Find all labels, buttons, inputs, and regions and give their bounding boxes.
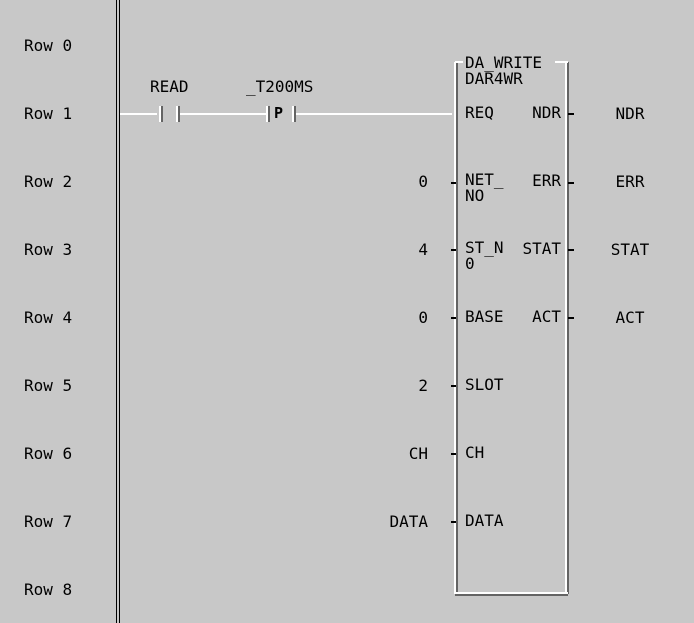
- operand-err[interactable]: ERR: [615, 172, 645, 191]
- block-input-net-no: NET_ NO: [465, 170, 504, 205]
- row-label-3: Row 3: [24, 240, 73, 259]
- row-label-7: Row 7: [24, 512, 73, 531]
- block-output-stat: STAT: [522, 239, 561, 258]
- row-label-5: Row 5: [24, 376, 73, 395]
- contact-read-label: READ: [150, 77, 189, 96]
- row-label-8: Row 8: [24, 580, 73, 599]
- operand-slot[interactable]: 2: [418, 376, 428, 395]
- pulse-flag-label: P: [274, 104, 284, 122]
- block-input-st-no: ST_N 0: [465, 238, 504, 273]
- block-input-req: REQ: [465, 103, 494, 122]
- operand-st-no[interactable]: 4: [418, 240, 428, 259]
- row-label-1: Row 1: [24, 104, 73, 123]
- row-label-2: Row 2: [24, 172, 73, 191]
- block-output-act: ACT: [532, 307, 561, 326]
- block-output-err: ERR: [532, 171, 561, 190]
- row-label-0: Row 0: [24, 36, 73, 55]
- block-name: DA_WRITE: [465, 53, 543, 72]
- block-input-data: DATA: [465, 511, 504, 530]
- block-output-ndr: NDR: [532, 103, 561, 122]
- operand-net-no[interactable]: 0: [418, 172, 428, 191]
- operand-act[interactable]: ACT: [615, 308, 645, 327]
- function-block-outline[interactable]: [454, 61, 569, 596]
- row-label-4: Row 4: [24, 308, 73, 327]
- operand-data[interactable]: DATA: [389, 512, 428, 531]
- operand-base[interactable]: 0: [418, 308, 428, 327]
- operand-stat[interactable]: STAT: [610, 240, 650, 259]
- contact-read[interactable]: [159, 106, 180, 122]
- block-type: DAR4WR: [465, 69, 523, 88]
- contact-t200ms-label: _T200MS: [246, 77, 314, 96]
- block-input-ch: CH: [465, 443, 485, 462]
- operand-ndr[interactable]: NDR: [615, 104, 645, 123]
- operand-ch[interactable]: CH: [408, 444, 428, 463]
- row-label-6: Row 6: [24, 444, 73, 463]
- contact-t200ms[interactable]: [266, 106, 296, 122]
- block-input-slot: SLOT: [465, 375, 504, 394]
- block-input-base: BASE: [465, 307, 504, 326]
